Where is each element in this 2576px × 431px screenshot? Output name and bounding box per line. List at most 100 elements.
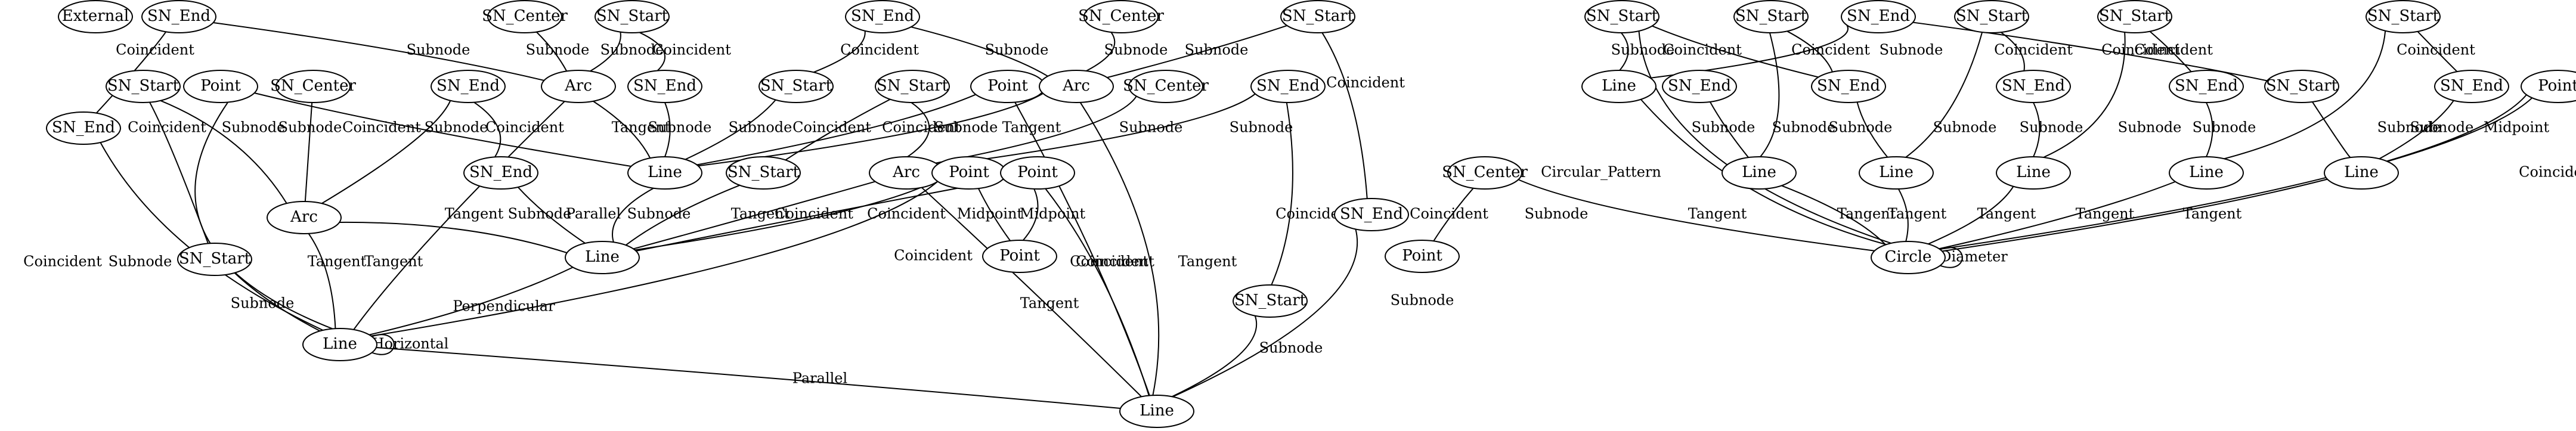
graph-edge: Coincident: [23, 101, 333, 330]
edge-label: Coincident: [2519, 164, 2576, 181]
edge-label: Subnode: [1104, 42, 1168, 58]
node-shape: [1334, 198, 1409, 231]
node-point: Point: [982, 240, 1057, 273]
graph-edge: Coincident: [2134, 30, 2213, 73]
node-shape: [1733, 0, 1809, 33]
node-shape: [431, 70, 506, 103]
graph-edge: Coincident: [1045, 188, 1154, 396]
node-label: SN_End: [1340, 205, 1403, 223]
node-line: Line: [1581, 70, 1657, 103]
edge-line: [1619, 32, 1629, 71]
node-label: SN_End: [2002, 77, 2065, 95]
graph-edge: Coincident: [371, 181, 973, 337]
node-label: SN_Center: [1123, 77, 1209, 95]
node-sn-center: SN_Center: [270, 70, 356, 103]
node-line: Line: [2324, 156, 2399, 190]
edge-label: Parallel: [566, 206, 621, 222]
graph-edge: Tangent: [1781, 185, 1896, 246]
node-label: SN_End: [2175, 77, 2238, 95]
edge-line: [1781, 185, 1886, 246]
node-sn-end: SN_End: [463, 156, 538, 190]
edge-label: Subnode: [526, 42, 590, 58]
node-shape: [2264, 70, 2339, 103]
node-label: Line: [585, 248, 620, 266]
node-label: SN_Start: [1234, 292, 1306, 309]
edge-line: [593, 100, 651, 159]
edge-label: Midpoint: [2484, 119, 2550, 136]
edge-label: Subnode: [1259, 340, 1323, 356]
edge-line: [308, 233, 336, 329]
edge-label: Coincident: [882, 119, 961, 136]
node-label: SN_Center: [270, 77, 356, 95]
node-sn-start: SN_Start: [1954, 0, 2029, 33]
graph-edge: Subnode: [526, 31, 590, 72]
edge-line: [2224, 30, 2386, 160]
edge-line: [1107, 24, 1287, 79]
node-shape: [1083, 0, 1159, 33]
node-label: Line: [1879, 163, 1914, 181]
edge-label: Subnode: [1525, 206, 1589, 222]
edge-label: Subnode: [1772, 119, 1836, 136]
node-shape: [1954, 0, 2029, 33]
edge-label: Coincident: [652, 42, 731, 58]
node-sn-center: SN_Center: [482, 0, 568, 33]
node-point: Point: [2521, 70, 2576, 103]
node-label: Arc: [892, 163, 920, 181]
node-shape: [1039, 70, 1114, 103]
node-shape: [2366, 0, 2441, 33]
edge-line: [194, 101, 333, 330]
node-label: SN_End: [469, 163, 532, 181]
edge-line: [1939, 181, 2176, 250]
graph-edge: Subnode: [1107, 24, 1287, 79]
edge-label: Coincident: [775, 206, 853, 222]
node-shape: [726, 156, 801, 190]
edge-label: Coincident: [23, 253, 102, 270]
edge-line: [321, 100, 451, 204]
edge-label: Coincident: [2134, 42, 2213, 58]
edge-line: [1086, 32, 1116, 72]
edge-line: [1897, 188, 1909, 242]
node-shape: [845, 0, 920, 33]
graph-edge: Tangent: [1942, 178, 2328, 252]
edge-label: Coincident: [116, 42, 194, 58]
graph-edge: Subnode: [907, 102, 998, 157]
node-sn-end: SN_End: [1334, 198, 1409, 231]
edge-label: Tangent: [308, 253, 367, 270]
node-shape: [1128, 70, 1203, 103]
node-label: SN_Start: [2367, 7, 2439, 25]
node-shape: [1841, 0, 1916, 33]
edge-line: [1905, 32, 1983, 158]
edge-label: Subnode: [278, 119, 342, 136]
node-external: External: [58, 0, 133, 33]
node-label: SN_End: [1668, 77, 1731, 95]
graph-edge: Subnode: [1905, 32, 1996, 158]
graph-edge: Tangent: [1079, 102, 1237, 396]
node-sn-end: SN_End: [141, 0, 216, 33]
node-sn-start: SN_Start: [726, 156, 801, 190]
node-sn-start: SN_Start: [875, 70, 950, 103]
edge-label: Subnode: [109, 253, 172, 270]
edge-label: Subnode: [648, 119, 712, 136]
graph-edge: Tangent: [1928, 186, 2036, 245]
graph-edge: Perpendicular: [369, 266, 574, 336]
graph-edge: Tangent: [698, 92, 1061, 167]
edge-line: [813, 30, 866, 73]
edge-label: Coincident: [2101, 42, 2180, 58]
node-shape: [275, 70, 351, 103]
edge-label: Tangent: [2076, 206, 2135, 222]
edge-line: [1709, 101, 1749, 158]
edge-label: Coincident: [840, 42, 919, 58]
node-sn-start: SN_Start: [758, 70, 834, 103]
edge-label: Coincident: [1326, 75, 1405, 91]
graph-edge: Tangent: [308, 233, 367, 329]
edge-label: Tangent: [612, 119, 671, 136]
node-label: SN_Start: [2266, 77, 2338, 95]
node-point: Point: [970, 70, 1045, 103]
edge-line: [664, 102, 671, 157]
node-line: Line: [565, 241, 640, 274]
node-label: Point: [1017, 163, 1058, 181]
node-shape: [2434, 70, 2509, 103]
edge-line: [376, 346, 1121, 410]
edge-line: [625, 184, 740, 246]
node-point: Point: [183, 70, 258, 103]
